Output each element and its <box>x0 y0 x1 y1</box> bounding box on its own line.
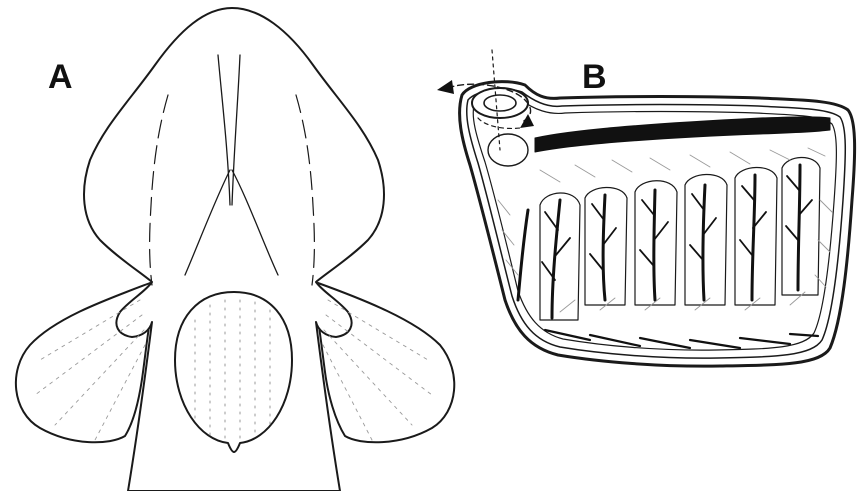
lamella-2 <box>603 195 605 300</box>
panel-label-a: A <box>48 60 73 94</box>
arrow-head-left <box>437 80 454 94</box>
panel-b-drawing <box>437 50 855 366</box>
lamella-3 <box>654 190 655 300</box>
panel-a-drawing <box>16 8 454 491</box>
panel-label-b: B <box>582 60 607 94</box>
opening-ring-outer <box>472 88 528 118</box>
